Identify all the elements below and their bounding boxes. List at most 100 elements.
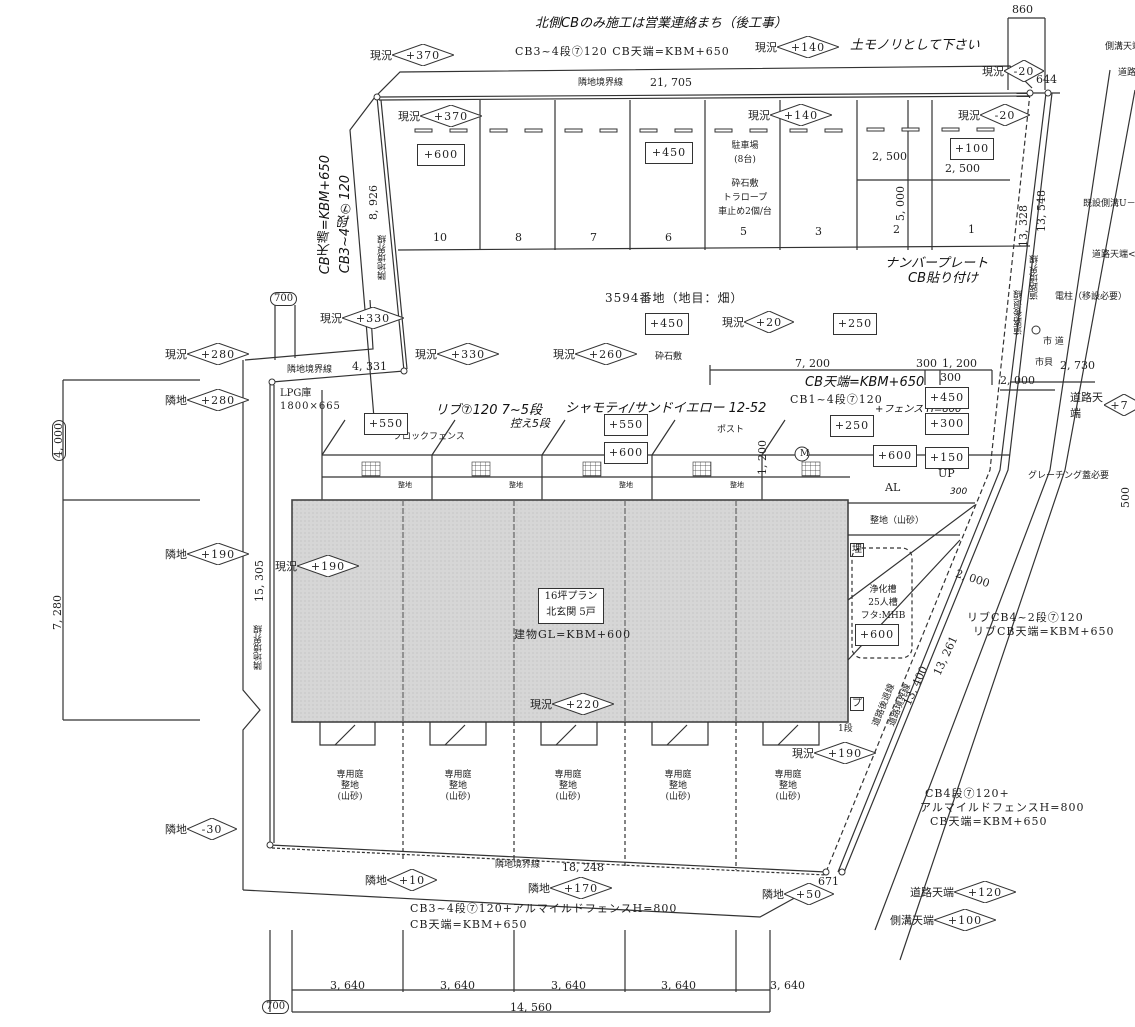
west-lower-boundary-length: 15, 305	[253, 560, 266, 602]
existing-u-ditch-label: 既設側溝U－	[1083, 199, 1135, 209]
garden-3: 専用庭整地(山砂)	[554, 770, 582, 802]
al-label: AL	[885, 481, 901, 494]
garden-5: 専用庭整地(山砂)	[774, 770, 802, 802]
front-ground-2: 整地	[509, 481, 523, 489]
west-upper-boundary-label: 隣地境界線	[378, 235, 388, 280]
handwritten-north-cb-note: 北側CBのみ施工は営業連絡まち（後工事）	[535, 16, 787, 31]
stall-3: 3	[815, 225, 822, 238]
dim-bay-1: 3, 640	[330, 979, 365, 992]
east-setback-length: 13, 328	[1017, 205, 1030, 247]
level-marker: 現況+260	[553, 343, 637, 365]
lot-level-250: +250	[833, 313, 877, 335]
north-boundary-length: 21, 705	[650, 76, 692, 89]
lot-level-450: +450	[645, 313, 689, 335]
parking-surface: 砕石敷	[731, 179, 759, 189]
building-plan-box: 16坪プラン 北玄関 5戸	[538, 588, 604, 624]
stall-6: 6	[665, 231, 672, 244]
meter-icon: M	[800, 449, 810, 459]
parking-title: 駐車場	[731, 141, 759, 151]
septic-ground: 整地（山砂）	[870, 516, 925, 526]
front-level-600b: +600	[873, 445, 917, 467]
dim-500: 500	[1119, 487, 1132, 508]
se-corner-dim: 671	[818, 875, 839, 888]
level-marker: 現況+140	[755, 36, 839, 58]
handwritten-west-cb-top: CB天端=KBM+650	[318, 155, 333, 275]
road-width-prefix: 市貝	[1035, 358, 1054, 368]
handwritten-rib-block: リブ⑦120 7~5段	[435, 403, 543, 418]
top-dim-860: 860	[1012, 3, 1033, 16]
garden-1: 専用庭整地(山砂)	[336, 770, 364, 802]
ne-corner-dim: 644	[1036, 73, 1057, 86]
south-wall-top: CB天端=KBM+650	[410, 918, 528, 931]
handwritten-soil-note: 土モノリとして下さい	[850, 38, 980, 53]
septic-title: 浄化槽	[869, 585, 897, 595]
dim-300-hand: 300	[950, 487, 968, 497]
building-gl: 建物GL=KBM+600	[514, 628, 632, 641]
north-boundary-label: 隣地境界線	[578, 78, 624, 88]
front-level-150: +150	[925, 447, 969, 469]
block-fence-label: ブロックフェンス	[393, 432, 465, 442]
front-level-550b: +550	[604, 414, 648, 436]
dim-front-300b: 300	[940, 371, 961, 384]
dim-front-1200: 1, 200	[942, 357, 977, 370]
dim-bottom-700: 700	[262, 1000, 290, 1014]
parking-rope: トラロープ	[722, 193, 768, 203]
level-marker: 現況+370	[370, 44, 454, 66]
dim-total: 14, 560	[510, 1001, 552, 1014]
pu-mark: プ	[850, 697, 864, 711]
building-plan: 16坪プラン	[544, 591, 598, 602]
stall-width: 2, 500	[872, 150, 907, 163]
dim-front-7200: 7, 200	[795, 357, 830, 370]
road-ditch-top-label: 側溝天端	[1105, 42, 1135, 52]
dim-top-700: 700	[270, 292, 298, 306]
cb-fence-spec: CB1~4段⑦120	[790, 393, 883, 406]
se-wall-spec: CB4段⑦120+	[925, 787, 1010, 800]
lot-surface: 砕石敷	[655, 352, 683, 362]
level-marker: 現況+330	[320, 307, 404, 329]
stall-width-2: 2, 500	[945, 162, 980, 175]
stall-10: 10	[433, 231, 447, 244]
handwritten-west-cb-spec: CB3~4段⑦120	[338, 175, 353, 274]
fence-height-hand: +フェンス H=800	[875, 404, 962, 415]
level-marker: 現況+190	[275, 555, 359, 577]
level-marker: 隣地+10	[365, 869, 437, 891]
handwritten-color-spec: シャモティ/サンドイエロー 12-52	[565, 401, 767, 416]
road-width: 2, 730	[1060, 359, 1095, 372]
parking-level-100: +100	[950, 138, 994, 160]
step-mark: 1段	[838, 724, 853, 734]
level-marker: 現況+20	[722, 311, 794, 333]
level-marker: 隣地+170	[528, 877, 612, 899]
south-boundary-label: 隣地境界線	[495, 860, 541, 870]
grating-note: グレーチング蓋必要	[1028, 471, 1110, 481]
utility-pole-label: 電柱（移設必要）	[1055, 292, 1128, 302]
level-marker: 隣地+190	[165, 543, 249, 565]
dim-bay-3: 3, 640	[551, 979, 586, 992]
road-setback-label: 道路後退線	[1014, 290, 1024, 335]
east-boundary-length: 13, 548	[1035, 190, 1048, 232]
stall-7: 7	[590, 231, 597, 244]
dim-bay-4: 3, 640	[661, 979, 696, 992]
dim-bay-5: 3, 640	[770, 979, 805, 992]
handwritten-buttress: 控え5段	[510, 417, 550, 430]
se-wall-fence: アルマイルドフェンスH=800	[920, 801, 1085, 814]
dim-front-depth: 1, 200	[756, 440, 769, 475]
road-top-label-2: 道路天端<	[1092, 250, 1135, 260]
level-marker: 現況+280	[165, 343, 249, 365]
step-boundary-label: 隣地境界線	[287, 365, 333, 375]
west-lower-boundary-label: 隣地境界線	[254, 625, 264, 670]
septic-lid: フタ:MHB	[860, 611, 906, 621]
level-marker: 現況+220	[530, 693, 614, 715]
front-ground-3: 整地	[619, 481, 633, 489]
east-rib-wall-spec: リブCB4~2段⑦120	[967, 611, 1084, 624]
front-ground-4: 整地	[730, 481, 744, 489]
handwritten-number-plate: ナンバープレート	[885, 256, 989, 271]
building-entry: 北玄関 5戸	[546, 607, 596, 618]
septic-capacity: 25人槽	[868, 598, 898, 608]
level-marker: 現況+190	[792, 742, 876, 764]
stall-8: 8	[515, 231, 522, 244]
front-level-450: +450	[925, 387, 969, 409]
front-level-300: +300	[925, 413, 969, 435]
garden-2: 専用庭整地(山砂)	[444, 770, 472, 802]
dim-bay-2: 3, 640	[440, 979, 475, 992]
north-wall-spec: CB3~4段⑦120 CB天端=KBM+650	[515, 45, 730, 58]
